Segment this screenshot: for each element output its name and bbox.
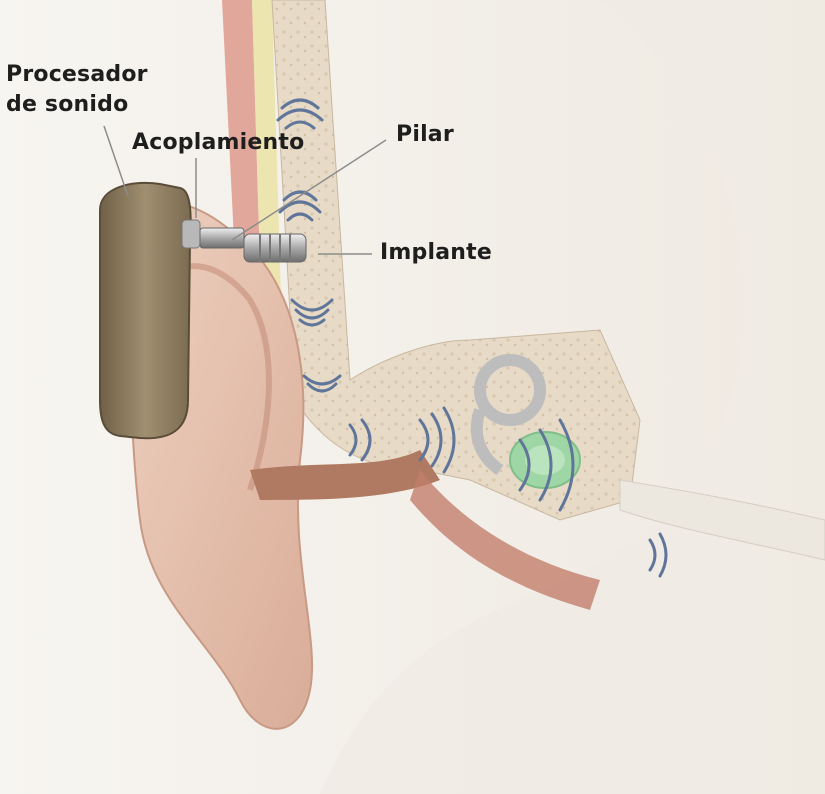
sound-processor	[100, 183, 191, 438]
cochlea-inner	[525, 445, 565, 475]
coupling-label: Acoplamiento	[132, 128, 304, 158]
abutment-label: Pilar	[396, 120, 454, 150]
implant-label: Implante	[380, 238, 492, 268]
coupling-piece	[182, 220, 200, 248]
implant-screw	[244, 234, 306, 262]
abutment-piece	[200, 228, 244, 248]
processor-label-line2: de sonido	[6, 90, 148, 120]
processor-label-line1: Procesador	[6, 60, 148, 90]
processor-label: Procesador de sonido	[6, 60, 148, 120]
